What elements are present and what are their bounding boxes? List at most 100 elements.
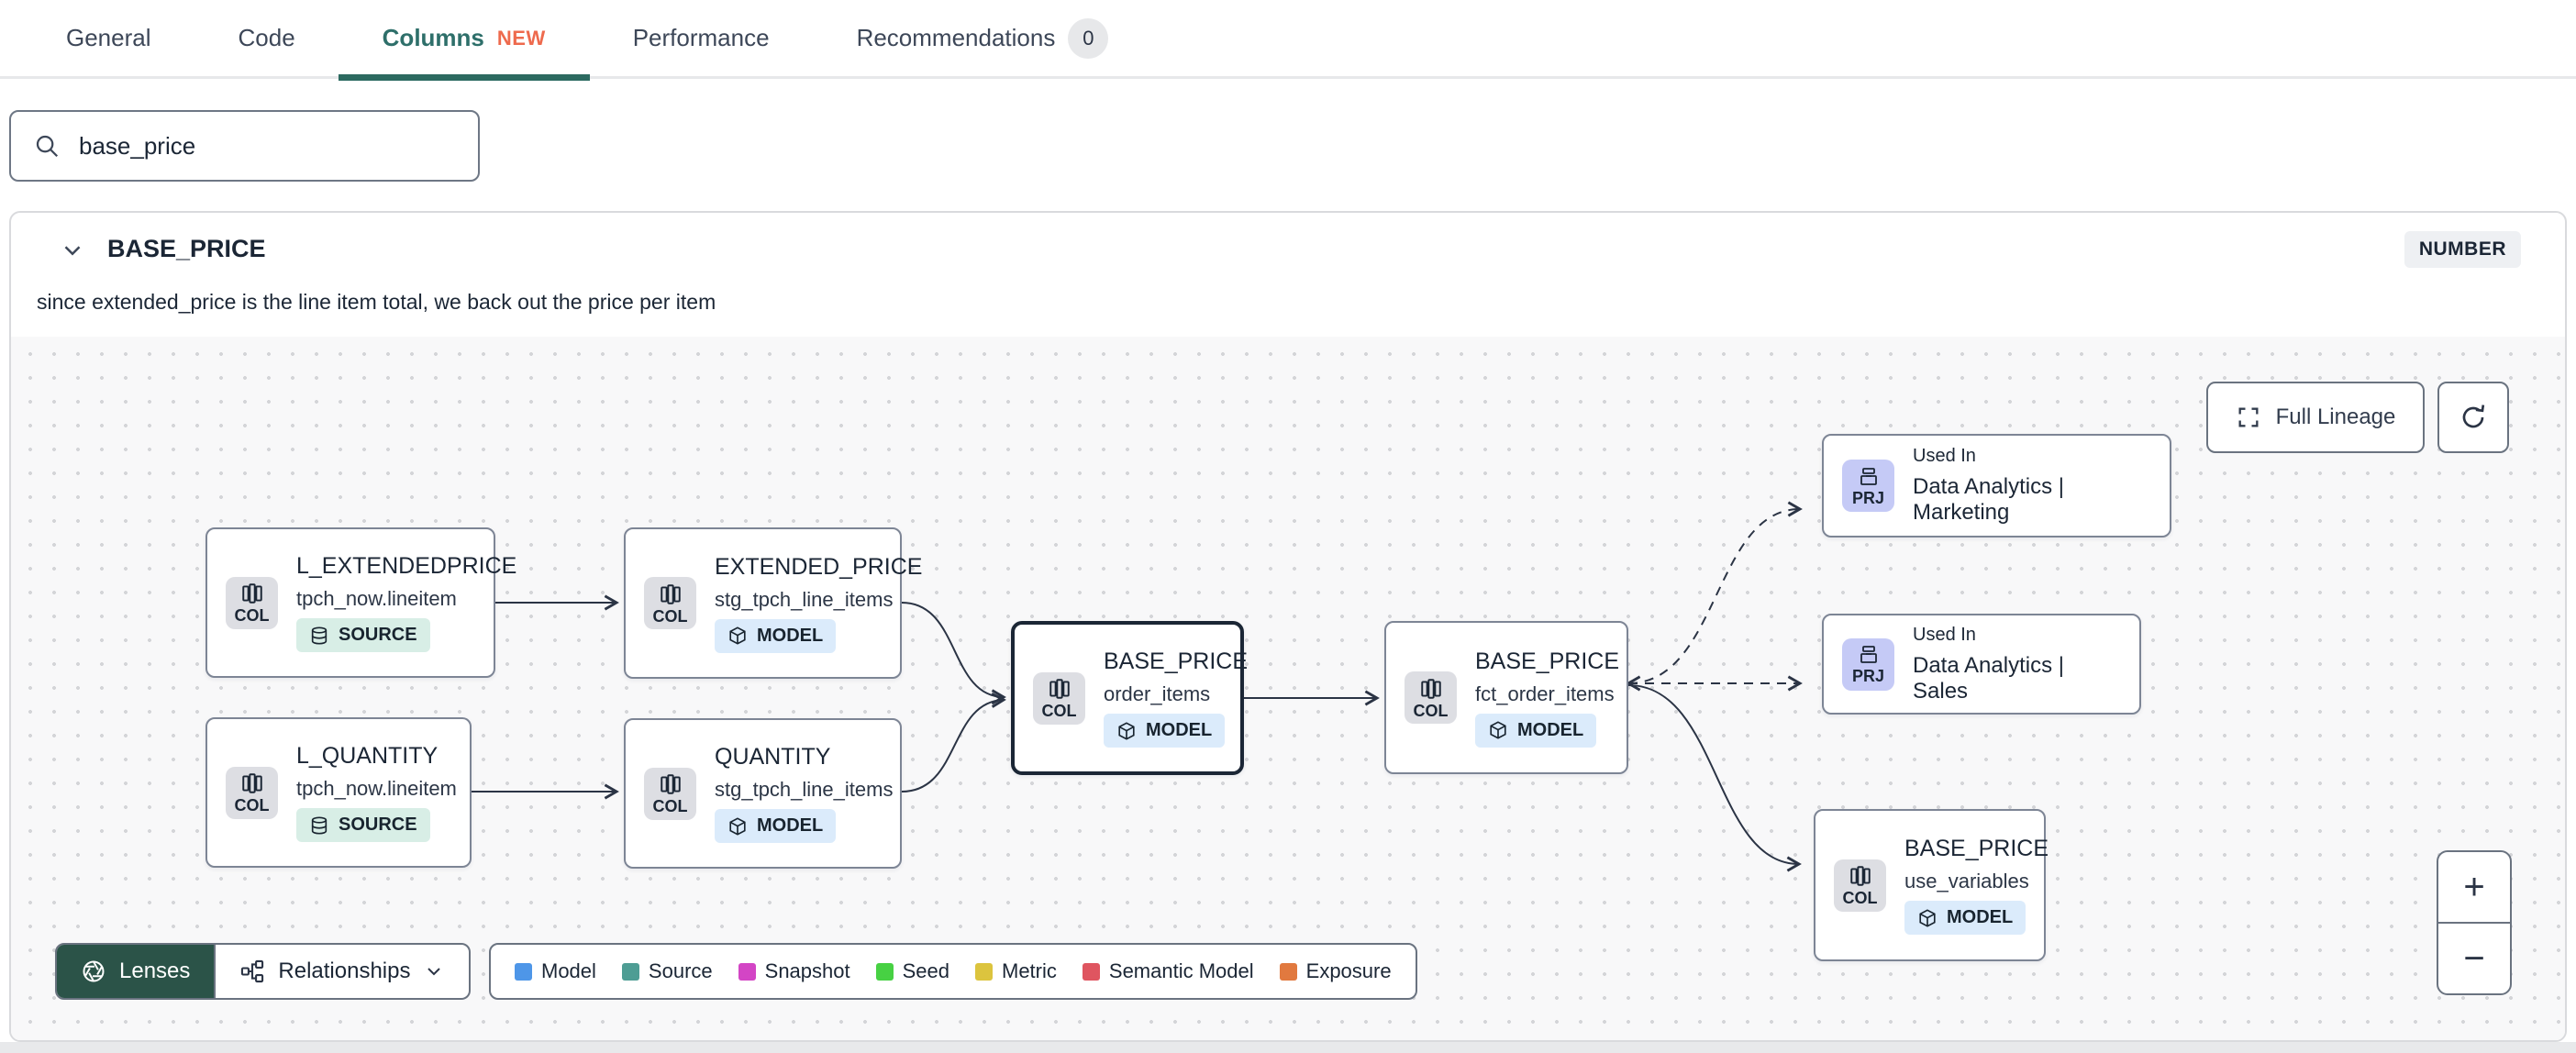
node-subtitle: order_items [1104, 682, 1211, 705]
badge-label: MODEL [1517, 719, 1584, 740]
cube-icon [729, 626, 746, 645]
lineage-node-used-in-marketing[interactable]: PRJ Used In Data Analytics | Marketing [1822, 434, 2171, 538]
node-title: QUANTITY [715, 744, 831, 770]
metric-swatch [975, 962, 993, 981]
node-subtitle: stg_tpch_line_items [715, 778, 894, 801]
search-input[interactable] [79, 131, 456, 161]
badge-label: MODEL [1146, 720, 1213, 740]
column-description: since extended_price is the line item to… [37, 290, 716, 314]
node-title: L_QUANTITY [296, 743, 439, 769]
lineage-node-extended-price[interactable]: COL EXTENDED_PRICE stg_tpch_line_items M… [624, 527, 922, 679]
column-icon: COL [1033, 671, 1085, 725]
column-name: BASE_PRICE [107, 235, 266, 262]
exposure-swatch [1279, 962, 1297, 981]
model-badge: MODEL [1104, 714, 1226, 748]
node-subtitle: Data Analytics | Marketing [1913, 474, 2064, 525]
column-icon: COL [226, 766, 278, 819]
lineage-node-base-price-use-variables[interactable]: COL BASE_PRICE use_variables MODEL [1814, 809, 2049, 961]
plus-icon: + [2463, 866, 2485, 907]
chevron-down-icon[interactable] [59, 237, 86, 264]
badge-label: MODEL [1947, 907, 2014, 927]
legend-label: Seed [902, 959, 949, 982]
legend-item-model: Model [515, 959, 596, 983]
lineage-node-l-quantity[interactable]: COL L_QUANTITY tpch_now.lineitem SOURCE [205, 717, 472, 868]
node-subtitle: Data Analytics | Sales [1913, 652, 2064, 704]
horizontal-scrollbar-track[interactable] [0, 1042, 2576, 1053]
full-lineage-label: Full Lineage [2275, 405, 2396, 429]
lineage-node-l-extendedprice[interactable]: COL L_EXTENDEDPRICE tpch_now.lineitem SO… [205, 527, 516, 678]
lineage-node-base-price-fct-order-items[interactable]: COL BASE_PRICE fct_order_items MODEL [1384, 621, 1628, 774]
badge-label: MODEL [757, 815, 824, 836]
node-title: BASE_PRICE [1475, 648, 1620, 674]
model-badge: MODEL [715, 618, 837, 653]
lenses-label: Lenses [119, 959, 191, 983]
source-badge: SOURCE [296, 618, 430, 652]
tab-performance[interactable]: Performance [633, 0, 770, 78]
refresh-button[interactable] [2437, 382, 2509, 453]
tab-label: Columns [382, 24, 484, 51]
column-card: BASE_PRICE NUMBER since extended_price i… [9, 211, 2567, 1042]
node-title: BASE_PRICE [1904, 836, 2049, 861]
lineage-node-used-in-sales[interactable]: PRJ Used In Data Analytics | Sales [1822, 614, 2141, 715]
tab-general[interactable]: General [66, 0, 151, 78]
badge-label: MODEL [757, 625, 824, 646]
legend-label: Exposure [1305, 959, 1392, 982]
aperture-icon [83, 960, 105, 982]
column-icon: COL [1405, 671, 1457, 724]
node-subtitle: stg_tpch_line_items [715, 587, 894, 611]
badge-label: SOURCE [339, 625, 417, 645]
refresh-icon [2462, 405, 2485, 428]
model-badge: MODEL [1475, 713, 1597, 748]
database-icon [311, 815, 328, 835]
badge-label: SOURCE [339, 815, 417, 835]
relationships-dropdown[interactable]: Relationships [214, 945, 469, 998]
legend-label: Metric [1002, 959, 1057, 982]
seed-swatch [875, 962, 894, 981]
cube-icon [1490, 721, 1506, 739]
source-badge: SOURCE [296, 808, 430, 842]
tab-label: Performance [632, 24, 770, 51]
project-icon: PRJ [1842, 637, 1894, 691]
node-subtitle: use_variables [1904, 870, 2029, 892]
minus-icon: − [2463, 937, 2485, 979]
node-subtitle: tpch_now.lineitem [296, 777, 457, 800]
node-subtitle: fct_order_items [1475, 682, 1615, 705]
model-swatch [515, 962, 532, 981]
zoom-in-button[interactable]: + [2438, 852, 2510, 924]
lineage-node-base-price-order-items[interactable]: COL BASE_PRICE order_items MODEL [1011, 621, 1248, 775]
lenses-button[interactable]: Lenses [57, 945, 215, 998]
node-kind-label: COL [234, 796, 270, 815]
column-type-badge: NUMBER [2404, 231, 2521, 268]
lineage-node-quantity[interactable]: COL QUANTITY stg_tpch_line_items MODEL [624, 718, 902, 869]
legend-item-metric: Metric [975, 959, 1057, 983]
tab-bar: General Code Columns NEW Performance Rec… [0, 0, 2576, 81]
tab-recommendations[interactable]: Recommendations 0 [857, 0, 1109, 78]
cube-icon [1919, 908, 1936, 927]
node-title: Used In [1913, 446, 1976, 466]
project-icon: PRJ [1842, 460, 1894, 512]
semantic-model-swatch [1082, 962, 1100, 981]
relationships-label: Relationships [278, 959, 411, 983]
legend-label: Snapshot [764, 959, 850, 982]
database-icon [311, 626, 328, 645]
tab-columns[interactable]: Columns NEW [338, 0, 590, 81]
node-kind-label: COL [234, 606, 270, 625]
fullscreen-icon [2238, 407, 2259, 427]
legend-item-exposure: Exposure [1279, 959, 1392, 983]
search-box [9, 110, 480, 182]
tab-label: Code [238, 24, 295, 51]
node-kind-label: COL [1842, 889, 1878, 907]
tab-code[interactable]: Code [239, 0, 295, 78]
recommendations-count-badge: 0 [1068, 17, 1109, 59]
node-title: EXTENDED_PRICE [715, 553, 923, 580]
zoom-out-button[interactable]: − [2438, 924, 2510, 993]
column-icon: COL [226, 576, 278, 629]
source-swatch [621, 962, 639, 981]
model-badge: MODEL [715, 809, 837, 843]
legend-item-semantic-model: Semantic Model [1082, 959, 1254, 983]
full-lineage-button[interactable]: Full Lineage [2206, 382, 2425, 453]
legend-label: Model [541, 959, 596, 982]
legend-item-source: Source [621, 959, 713, 983]
lineage-canvas[interactable] [11, 337, 2565, 1040]
